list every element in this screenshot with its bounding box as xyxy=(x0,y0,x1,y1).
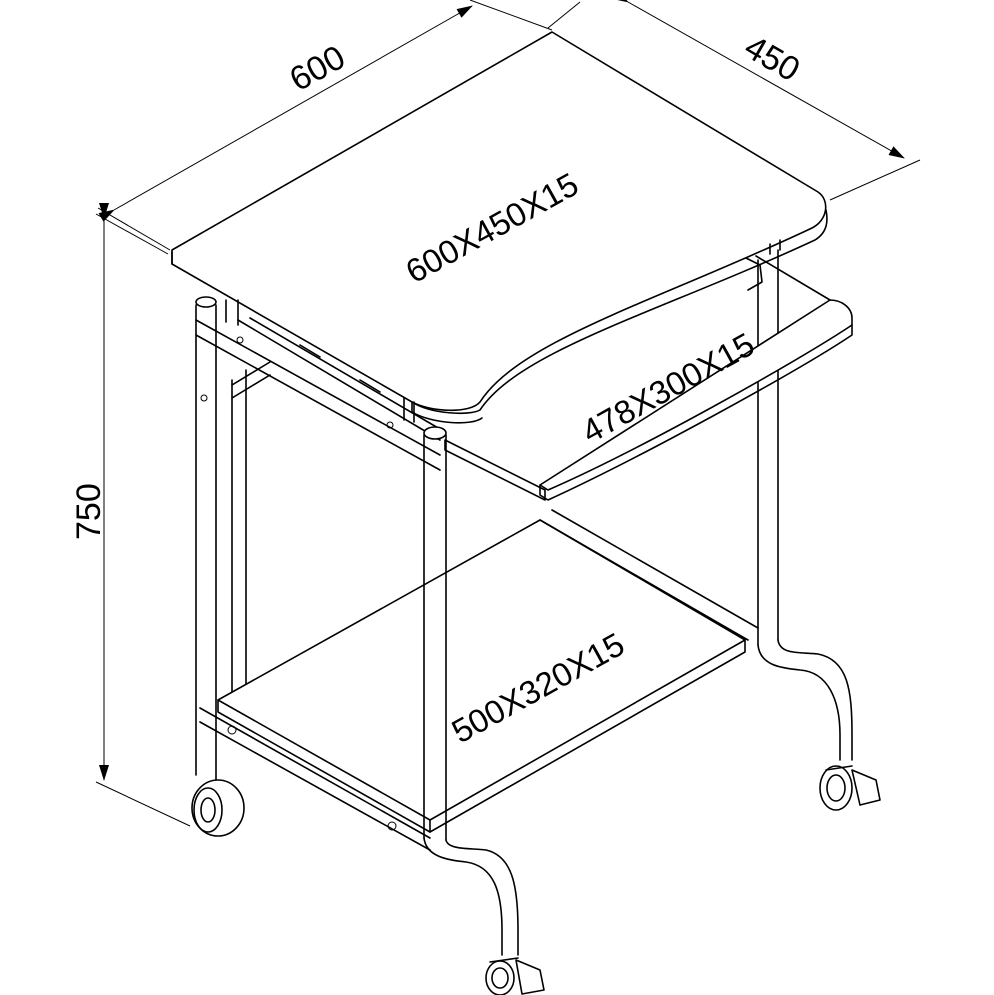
left-leg xyxy=(191,296,441,851)
dimension-lines xyxy=(95,0,921,827)
height-dimension: 750 xyxy=(70,483,108,540)
desk-top xyxy=(171,31,828,424)
keyboard-tray xyxy=(539,255,853,501)
right-rear-caster xyxy=(757,639,881,811)
width-dimension: 600 xyxy=(283,38,351,99)
depth-dimension: 450 xyxy=(738,28,806,89)
right-front-leg xyxy=(423,426,545,995)
keyboard-slides xyxy=(237,254,763,501)
bottom-shelf xyxy=(217,519,746,833)
